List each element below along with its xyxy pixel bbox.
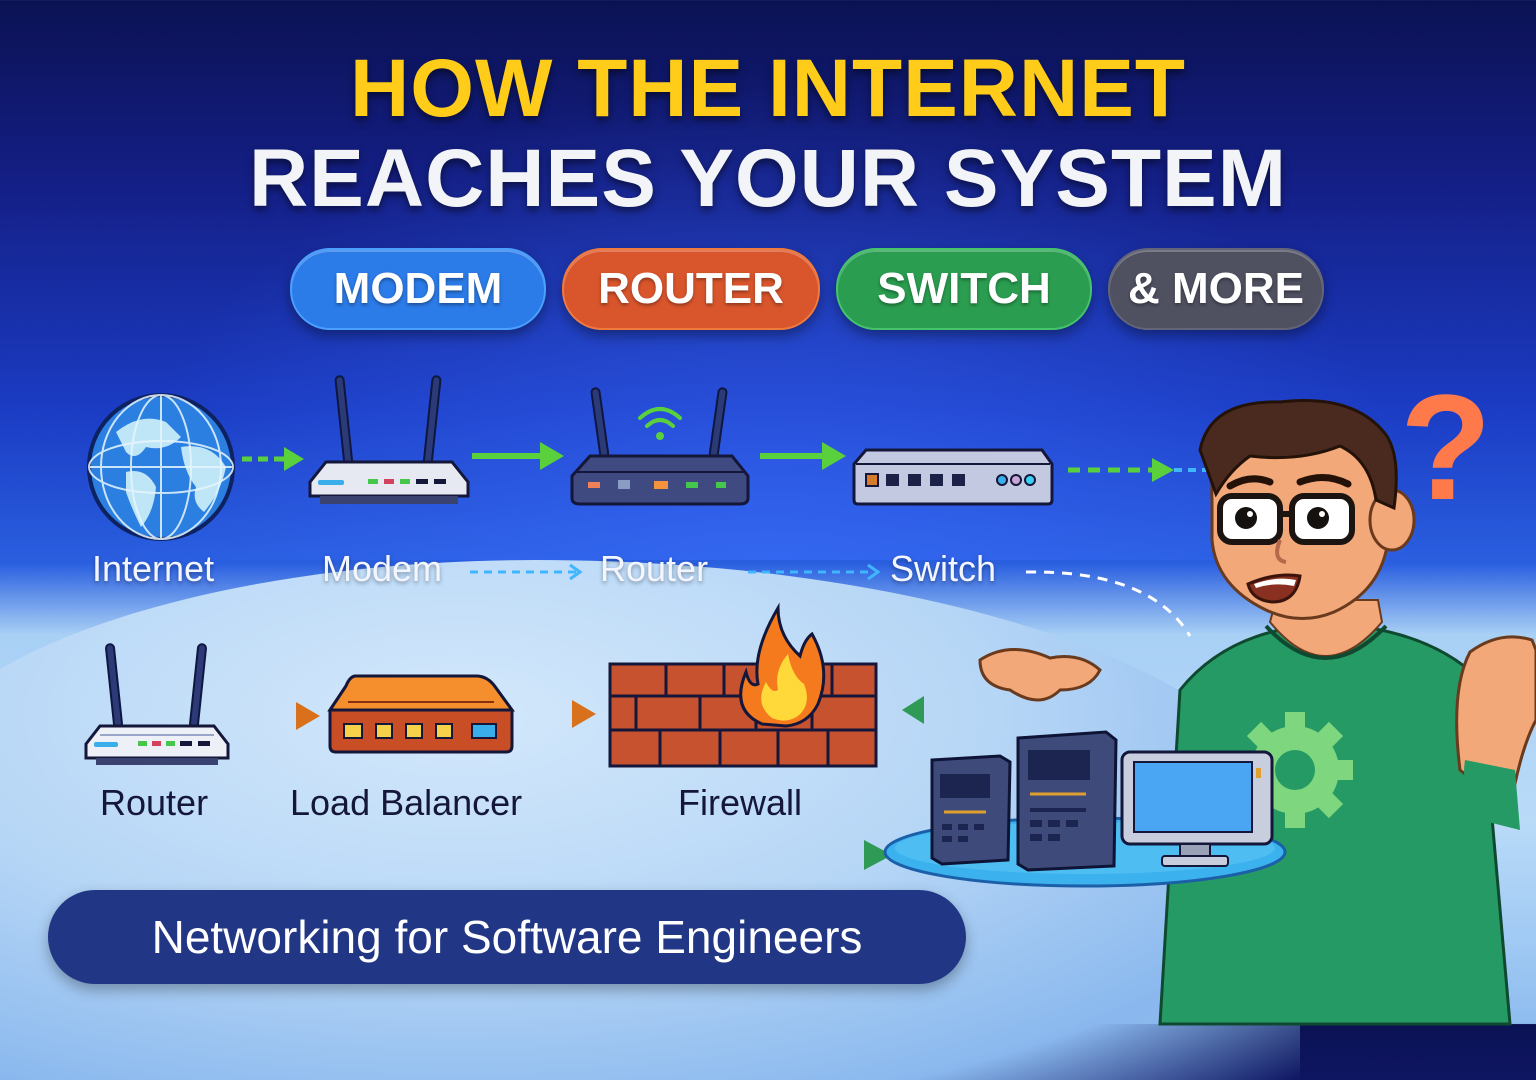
node-label-router: Router	[600, 548, 709, 589]
arrow-right-icon	[760, 442, 846, 470]
arrow-right-icon	[658, 840, 892, 870]
modem-icon	[308, 375, 470, 504]
node-label-firewall: Firewall	[678, 782, 803, 823]
dashed-connector	[470, 563, 1192, 637]
title-line-2: REACHES YOUR SYSTEM	[248, 133, 1288, 224]
pill-router: ROUTER	[562, 248, 820, 330]
pill-modem: MODEM	[290, 248, 546, 330]
node-label-modem: Modem	[322, 548, 443, 589]
arrow-right-icon	[472, 442, 564, 470]
node-label-switch: Switch	[890, 548, 997, 589]
footer-badge: Networking for Software Engineers	[48, 890, 966, 984]
confused-engineer-illustration	[978, 399, 1536, 1026]
title-line-1: HOW THE INTERNET	[350, 43, 1186, 134]
network-switch-icon	[852, 448, 1054, 506]
pill-more: & MORE	[1108, 248, 1324, 330]
node-label-internet: Internet	[92, 548, 215, 589]
globe-icon	[87, 393, 235, 541]
servers-and-monitor-icon	[883, 730, 1287, 888]
arrow-right-icon	[242, 447, 304, 471]
node-label-router-bottom: Router	[100, 782, 209, 823]
firewall-icon	[608, 602, 878, 768]
question-mark-icon: ?	[1400, 363, 1492, 531]
router-icon	[84, 643, 230, 765]
footer-text: Networking for Software Engineers	[151, 911, 863, 963]
pill-switch: SWITCH	[836, 248, 1092, 330]
load-balancer-icon	[327, 674, 515, 754]
topic-pills: MODEM ROUTER SWITCH & MORE	[290, 248, 1324, 330]
arrow-right-icon	[516, 700, 596, 728]
node-label-load-balancer: Load Balancer	[290, 782, 523, 823]
arrow-left-icon	[902, 696, 1068, 724]
wifi-router-icon	[570, 387, 750, 506]
arrow-right-icon	[238, 702, 320, 730]
